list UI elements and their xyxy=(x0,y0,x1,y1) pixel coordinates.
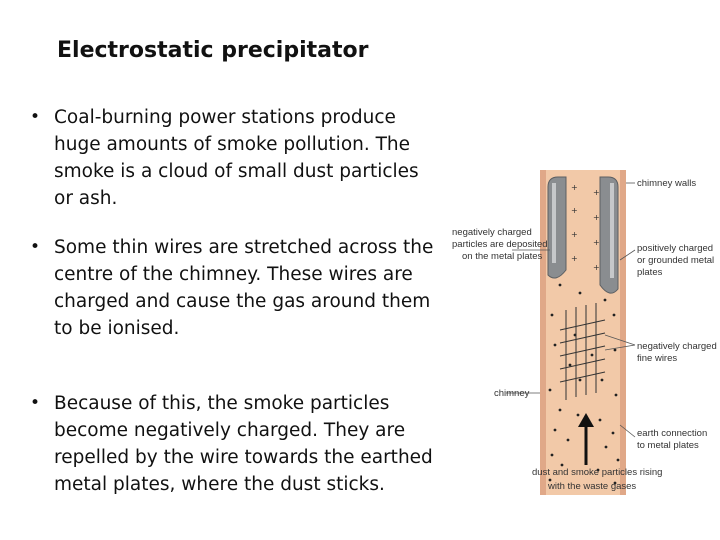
metal-plate-left xyxy=(547,176,567,279)
plate-highlight xyxy=(552,183,556,263)
bullet-symbol: • xyxy=(30,237,41,257)
bullet-text: Because of this, the smoke particles bec… xyxy=(54,393,433,495)
diagram-labels: chimney walls negatively charged particl… xyxy=(452,178,717,492)
dust-particles xyxy=(548,283,620,485)
svg-text:+: + xyxy=(593,213,600,222)
label-neg-particles: negatively charged xyxy=(452,227,532,238)
label-fine-wires: fine wires xyxy=(637,353,677,364)
label-dust: dust and smoke particles rising xyxy=(532,467,662,478)
label-pos-plates: plates xyxy=(637,267,663,278)
label-earth: earth connection xyxy=(637,428,707,439)
bullet-symbol: • xyxy=(30,107,41,127)
plus-signs: + + + + + + + + xyxy=(571,183,600,272)
label-neg-particles: particles are deposited xyxy=(452,239,548,250)
fine-wires xyxy=(559,303,606,400)
svg-text:+: + xyxy=(593,263,600,272)
metal-plate-right xyxy=(599,176,619,294)
svg-text:+: + xyxy=(593,238,600,247)
leader-lines xyxy=(506,182,636,438)
label-chimney-walls: chimney walls xyxy=(637,178,696,189)
plate-highlight xyxy=(610,183,614,278)
label-earth: to metal plates xyxy=(637,440,699,451)
gas-flow-arrow xyxy=(578,413,594,465)
svg-text:+: + xyxy=(571,206,578,215)
page-title: Electrostatic precipitator xyxy=(57,38,369,63)
svg-text:+: + xyxy=(593,188,600,197)
chimney-wall-right xyxy=(620,170,626,495)
label-pos-plates: positively charged xyxy=(637,243,713,254)
svg-text:+: + xyxy=(571,254,578,263)
svg-text:+: + xyxy=(571,183,578,192)
label-pos-plates: or grounded metal xyxy=(637,255,714,266)
precipitator-diagram: + + + + + + + + xyxy=(452,170,717,495)
bullet-text: Some thin wires are stretched across the… xyxy=(54,237,434,339)
bullet-text: Coal-burning power stations produce huge… xyxy=(54,107,419,209)
label-neg-particles: on the metal plates xyxy=(462,251,543,262)
label-fine-wires: negatively charged xyxy=(637,341,717,352)
label-chimney: chimney xyxy=(494,388,530,399)
chimney-wall-left xyxy=(540,170,546,495)
label-dust: with the waste gases xyxy=(547,481,636,492)
bullet-symbol: • xyxy=(30,393,41,413)
svg-text:+: + xyxy=(571,230,578,239)
